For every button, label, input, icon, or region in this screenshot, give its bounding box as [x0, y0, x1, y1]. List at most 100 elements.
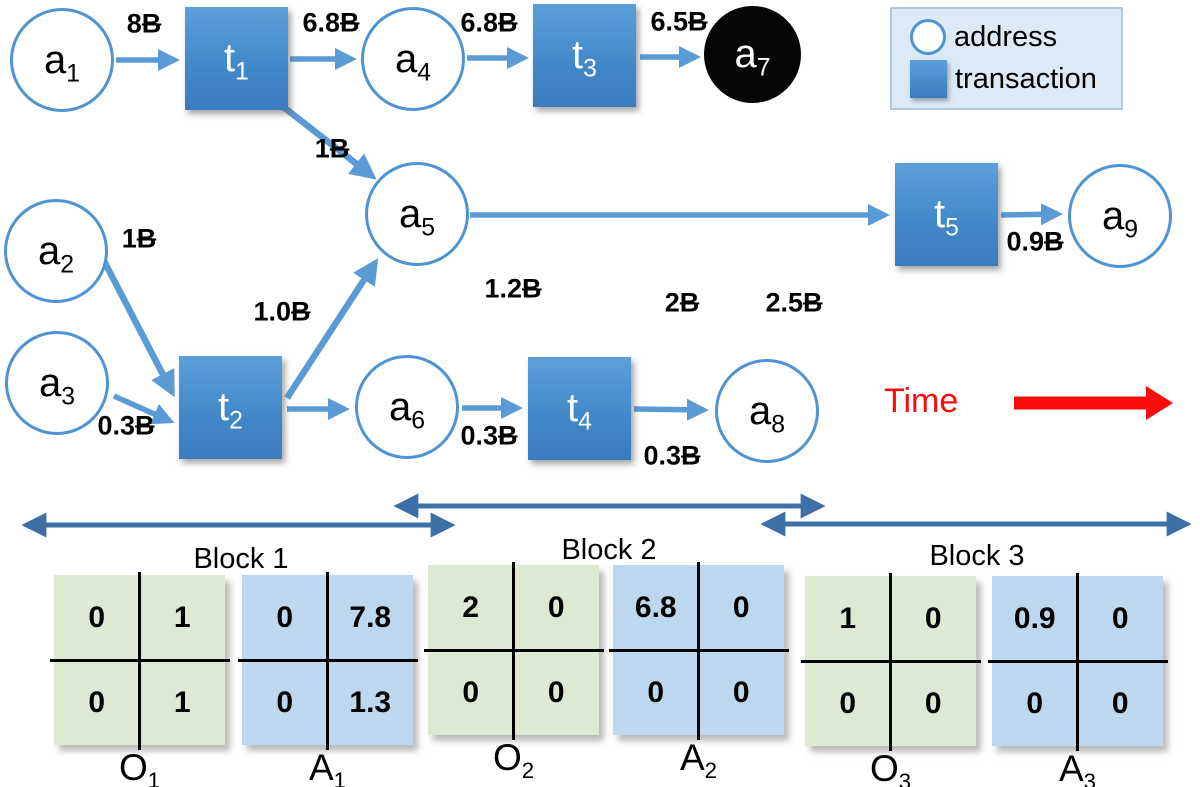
matrix-o1-label: O1 [118, 747, 161, 787]
edge-label-t3-a7: 6.5B [650, 6, 708, 37]
node-label: a2 [37, 228, 75, 279]
bitcoin-symbol: B [340, 7, 360, 38]
legend-row-address: address [910, 19, 1121, 55]
legend-address-label: address [954, 20, 1058, 53]
node-label: a3 [38, 360, 76, 411]
edge-label-t2-a5: 1.0B [253, 296, 311, 327]
matrix-cell: 0 [462, 675, 480, 709]
legend: address transaction [890, 7, 1123, 110]
edge-t5-a9 [1000, 203, 1063, 226]
bitcoin-symbol: B [141, 8, 162, 39]
bitcoin-symbol: B [329, 133, 350, 164]
node-label: t3 [572, 33, 597, 83]
edge-label-t5-input-2: 2B [664, 287, 700, 318]
node-a3: a3 [5, 331, 109, 435]
node-a8: a8 [715, 359, 819, 463]
matrix-cell: 0 [1111, 686, 1129, 720]
node-label: t1 [224, 36, 249, 86]
node-a5: a5 [365, 162, 469, 266]
edge-a3-t2 [112, 393, 175, 425]
matrix-cell: 6.8 [634, 590, 677, 624]
matrix-a2-label: A2 [679, 737, 718, 783]
block1-title: Block 1 [193, 543, 289, 575]
matrix-cell: 7.8 [349, 600, 392, 634]
node-t5: t5 [895, 163, 998, 266]
edge-label-a6-t4: 0.3B [460, 420, 518, 451]
node-t4: t4 [528, 357, 631, 460]
time-arrow-head [1146, 386, 1173, 420]
node-label: t4 [567, 386, 592, 436]
bitcoin-symbol: B [498, 420, 518, 451]
node-a6: a6 [355, 355, 459, 459]
legend-transaction-label: transaction [955, 62, 1097, 95]
node-label: a9 [1101, 193, 1139, 244]
legend-row-transaction: transaction [910, 60, 1121, 98]
matrix-a2: 6.8 0 0 0 [609, 562, 789, 740]
matrix-cell: 0 [276, 600, 294, 634]
node-label: a6 [388, 384, 426, 435]
time-label: Time [884, 382, 959, 420]
edge-label-a1-t1: 8B [126, 8, 162, 39]
matrix-cell: 0 [839, 686, 857, 720]
matrix-o1: 0 1 0 1 [50, 572, 230, 750]
edge-label-t5-input-2-5: 2.5B [765, 287, 823, 318]
node-a1: a1 [10, 8, 114, 112]
matrix-o2: 2 0 0 0 [424, 562, 604, 740]
node-label: a4 [394, 36, 432, 87]
edge-label-t5-a9: 0.9B [1006, 226, 1064, 257]
bitcoin-symbol: B [803, 287, 823, 318]
matrix-cell: 1 [839, 601, 857, 635]
matrix-cell: 1 [173, 685, 191, 719]
matrix-cell: 0 [732, 590, 750, 624]
matrix-cell: 2 [462, 590, 480, 624]
matrix-a1-label: A1 [308, 747, 347, 787]
node-label: a5 [398, 191, 436, 242]
matrix-a3: 0.9 0 0 0 [988, 573, 1168, 751]
edge-label-a4-t3: 6.8B [460, 7, 518, 38]
matrix-cell: 0 [924, 601, 942, 635]
node-a7: a7 [704, 6, 801, 103]
bitcoin-symbol: B [522, 273, 542, 304]
matrix-o2-label: O2 [492, 737, 535, 783]
matrix-o3-label: O3 [869, 748, 912, 787]
node-label: a7 [734, 32, 771, 82]
bitcoin-symbol: B [291, 296, 311, 327]
edge-label-t1-a5: 1B [314, 133, 350, 164]
edge-label-t1-a4: 6.8B [302, 7, 360, 38]
matrix-cell: 0 [1026, 686, 1044, 720]
matrix-cell: 0 [547, 590, 565, 624]
node-a4: a4 [361, 7, 465, 111]
matrix-a1: 0 7.8 0 1.3 [238, 572, 418, 750]
matrix-a3-label: A3 [1058, 748, 1097, 787]
matrix-o3: 1 0 0 0 [801, 573, 981, 751]
address-node-icon [910, 19, 946, 55]
edge-t2-a5 [284, 258, 379, 400]
node-t1: t1 [185, 7, 288, 110]
matrix-cell: 0.9 [1013, 601, 1056, 635]
bitcoin-symbol: B [136, 223, 157, 254]
bitcoin-symbol: B [135, 410, 155, 441]
bitcoin-symbol: B [681, 440, 701, 471]
bitcoin-symbol: B [1044, 226, 1064, 257]
node-label: a8 [748, 388, 786, 439]
matrix-cell: 0 [924, 686, 942, 720]
edge-a2-t2 [100, 257, 175, 398]
matrix-cell: 0 [732, 675, 750, 709]
edge-label-a2-t2: 1B [121, 223, 157, 254]
matrix-cell: 1.3 [349, 685, 392, 719]
bitcoin-symbol: B [688, 6, 708, 37]
node-label: t2 [218, 385, 243, 435]
matrix-cell: 0 [88, 600, 106, 634]
edge-label-t4-a8: 0.3B [643, 440, 701, 471]
edge-label-a5-t5: 1.2B [484, 273, 542, 304]
matrix-cell: 0 [647, 675, 665, 709]
edge-t4-a8 [633, 398, 709, 421]
matrix-cell: 0 [547, 675, 565, 709]
matrix-cell: 0 [276, 685, 294, 719]
matrix-cell: 1 [173, 600, 191, 634]
node-a9: a9 [1068, 164, 1172, 268]
transaction-node-icon [910, 60, 947, 98]
node-t3: t3 [533, 4, 636, 107]
